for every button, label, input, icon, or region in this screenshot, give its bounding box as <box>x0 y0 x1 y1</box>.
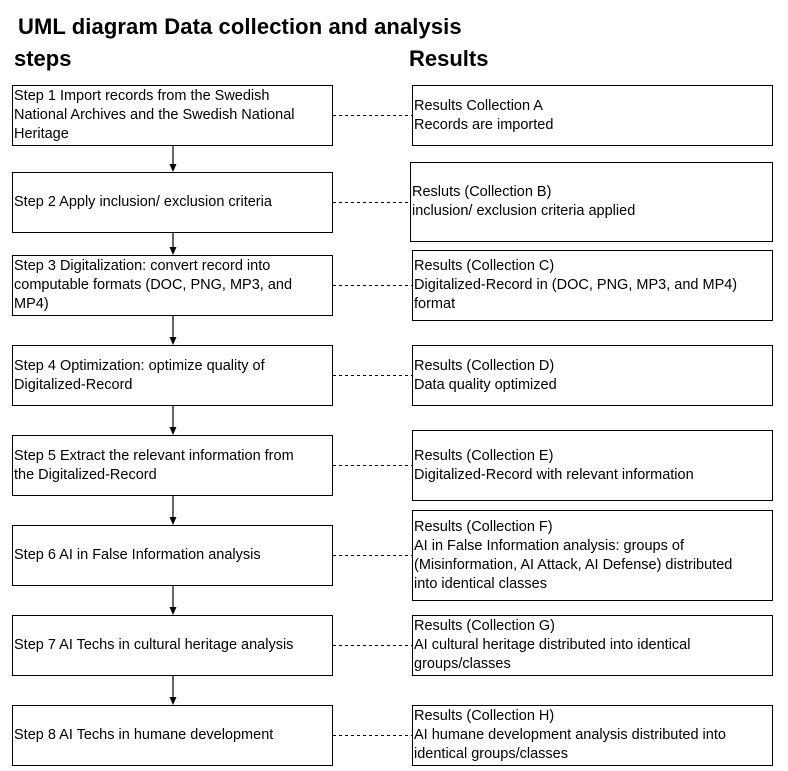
result-a-box[interactable]: Results Collection A Records are importe… <box>412 85 773 146</box>
diagram-title: UML diagram Data collection and analysis <box>18 14 462 39</box>
step-6-text: Step 6 AI in False Information analysis <box>14 547 261 563</box>
flow-arrow-head <box>169 517 177 525</box>
step-1-box[interactable]: Step 1 Import records from the Swedish N… <box>12 85 333 146</box>
flow-arrow-head <box>169 427 177 435</box>
step-1-text: Step 1 Import records from the Swedish N… <box>14 88 295 142</box>
result-d-box[interactable]: Results (Collection D) Data quality opti… <box>412 345 773 406</box>
step-2-text: Step 2 Apply inclusion/ exclusion criter… <box>14 194 272 210</box>
result-b-text: Resluts (Collection B) inclusion/ exclus… <box>412 184 636 219</box>
step-8-box[interactable]: Step 8 AI Techs in humane development <box>12 705 333 766</box>
step-7-box[interactable]: Step 7 AI Techs in cultural heritage ana… <box>12 615 333 676</box>
result-d-text: Results (Collection D) Data quality opti… <box>414 357 557 393</box>
step-3-box[interactable]: Step 3 Digitalization: convert record in… <box>12 255 333 316</box>
result-e-box[interactable]: Results (Collection E) Digitalized-Recor… <box>412 430 773 501</box>
result-c-box[interactable]: Results (Collection C) Digitalized-Recor… <box>412 250 773 321</box>
step-2-box[interactable]: Step 2 Apply inclusion/ exclusion criter… <box>12 172 333 233</box>
step-3-text: Step 3 Digitalization: convert record in… <box>14 258 293 312</box>
step-6-box[interactable]: Step 6 AI in False Information analysis <box>12 525 333 586</box>
result-e-text: Results (Collection E) Digitalized-Recor… <box>414 447 694 483</box>
step-4-box[interactable]: Step 4 Optimization: optimize quality of… <box>12 345 333 406</box>
step-7-text: Step 7 AI Techs in cultural heritage ana… <box>14 637 294 653</box>
steps-heading: steps <box>14 46 72 71</box>
result-g-text: Results (Collection G) AI cultural herit… <box>414 618 691 672</box>
step-5-text: Step 5 Extract the relevant information … <box>14 447 294 483</box>
result-h-box[interactable]: Results (Collection H) AI humane develop… <box>412 705 773 766</box>
result-f-box[interactable]: Results (Collection F) AI in False Infor… <box>412 510 773 601</box>
result-h-text: Results (Collection H) AI humane develop… <box>414 708 726 762</box>
result-f-text: Results (Collection F) AI in False Infor… <box>414 518 733 592</box>
step-4-text: Step 4 Optimization: optimize quality of… <box>14 357 265 393</box>
flow-arrow-head <box>169 247 177 255</box>
step-8-text: Step 8 AI Techs in humane development <box>14 727 274 743</box>
dashed-links <box>333 115 412 736</box>
result-b-box[interactable]: Resluts (Collection B) inclusion/ exclus… <box>410 162 773 242</box>
flow-arrow-head <box>169 607 177 615</box>
step-5-box[interactable]: Step 5 Extract the relevant information … <box>12 435 333 496</box>
flow-arrow-head <box>169 697 177 705</box>
flow-arrow-head <box>169 164 177 172</box>
result-c-text: Results (Collection C) Digitalized-Recor… <box>414 258 738 312</box>
flow-arrows <box>169 146 177 705</box>
results-heading: Results <box>409 46 489 71</box>
flow-arrow-head <box>169 337 177 345</box>
result-a-text: Results Collection A Records are importe… <box>414 97 554 133</box>
result-g-box[interactable]: Results (Collection G) AI cultural herit… <box>412 615 773 676</box>
